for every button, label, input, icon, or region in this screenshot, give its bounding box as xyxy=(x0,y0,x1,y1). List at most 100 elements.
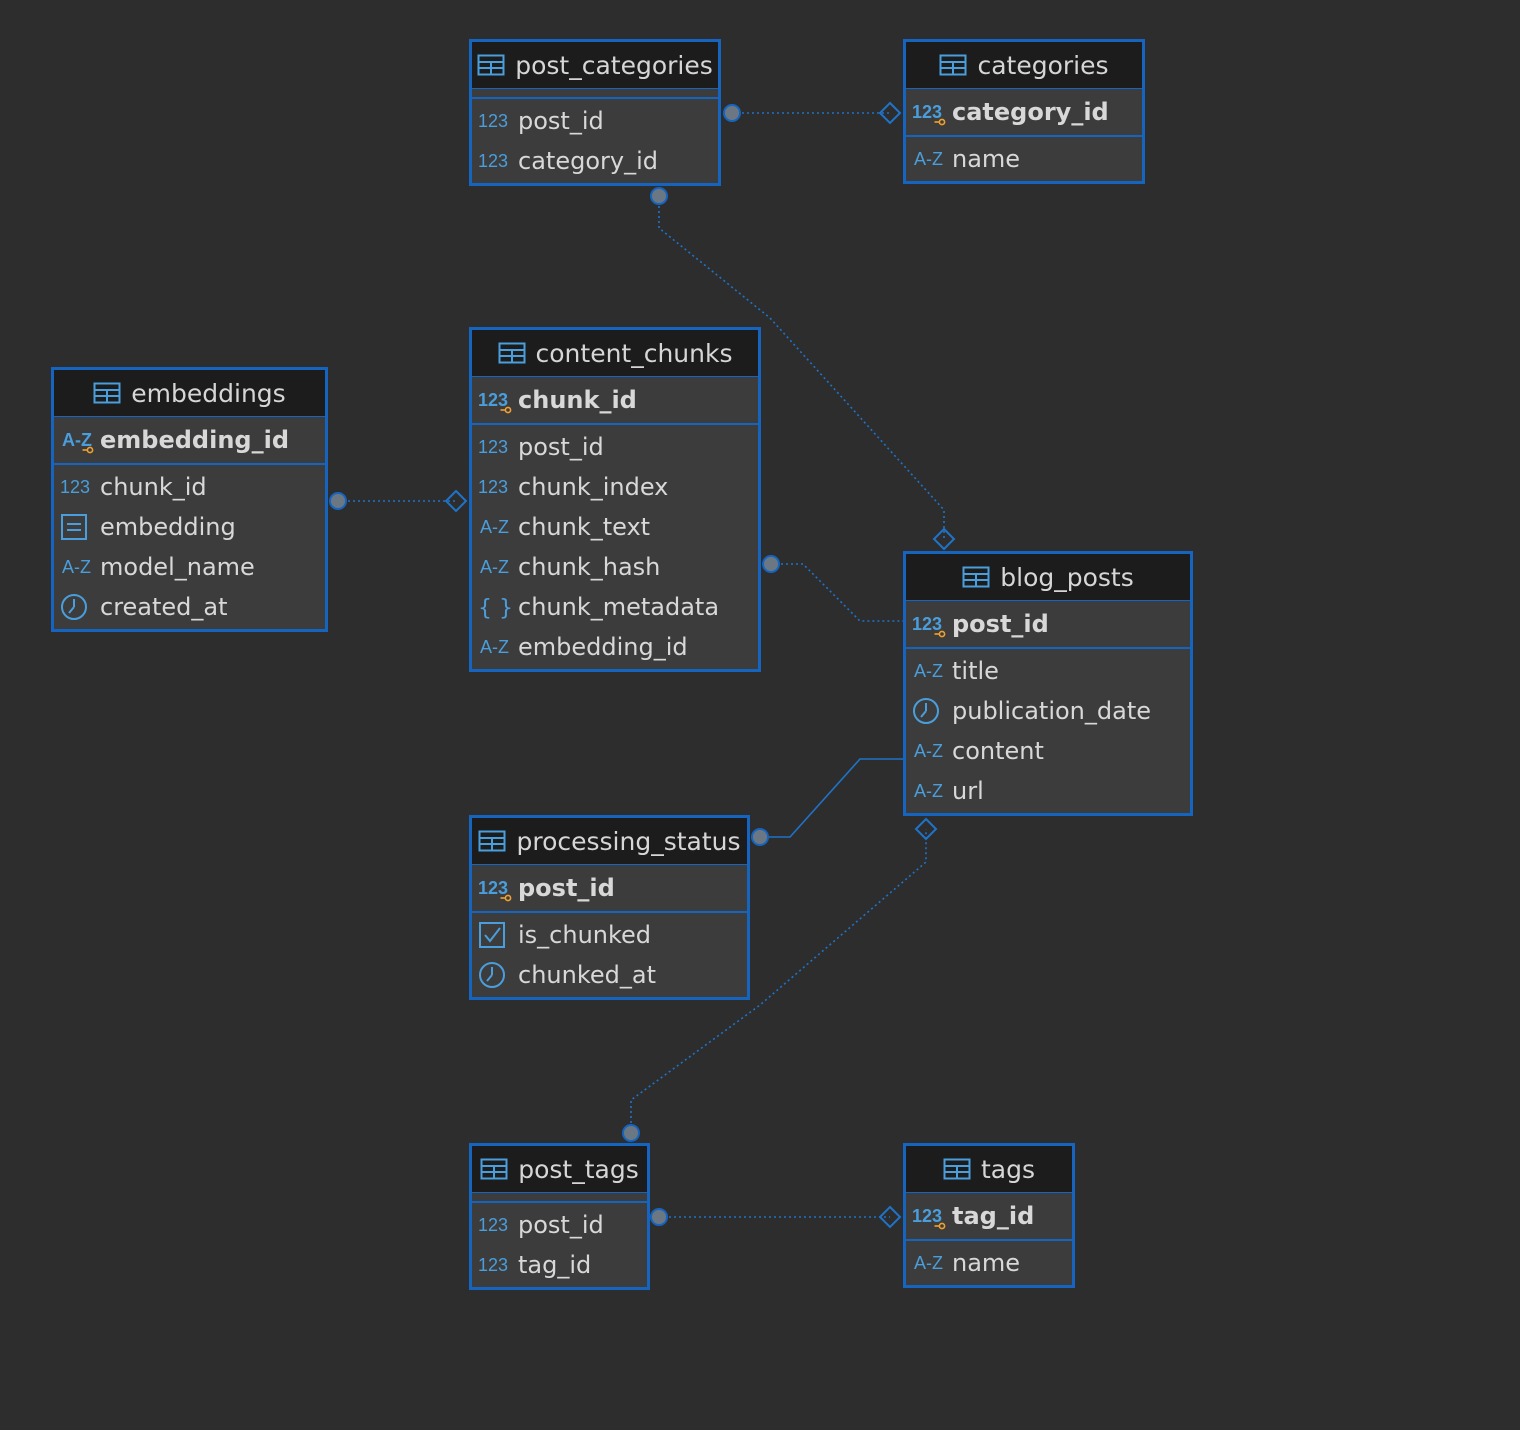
numeric-type-icon: 123 xyxy=(478,874,514,902)
relationship-post-tags-to-tags[interactable] xyxy=(650,1205,902,1229)
key-icon xyxy=(934,118,946,126)
numeric-type-icon: 123 xyxy=(478,473,514,501)
column-name: embedding xyxy=(100,513,236,541)
vector-type-icon xyxy=(60,513,96,541)
entity-header[interactable]: post_tags xyxy=(472,1146,647,1193)
column-chunk-metadata[interactable]: { }chunk_metadata xyxy=(472,587,758,627)
column-name: content xyxy=(952,737,1044,765)
entity-header[interactable]: embeddings xyxy=(54,370,325,417)
key-icon xyxy=(500,406,512,414)
numeric-type-icon: 123 xyxy=(478,1251,514,1279)
column-chunked-at[interactable]: chunked_at xyxy=(472,955,747,995)
text-type-icon: A-Z xyxy=(478,633,514,661)
many-end-dot xyxy=(329,492,347,510)
svg-text:123: 123 xyxy=(478,1215,508,1235)
table-grid-icon xyxy=(939,54,967,76)
svg-text:A-Z: A-Z xyxy=(480,517,509,537)
svg-text:123: 123 xyxy=(478,1255,508,1275)
text-type-icon: A-Z xyxy=(478,553,514,581)
numeric-type-icon: 123 xyxy=(478,386,514,414)
entity-header[interactable]: content_chunks xyxy=(472,330,758,377)
svg-text:A-Z: A-Z xyxy=(914,781,943,801)
entity-header[interactable]: tags xyxy=(906,1146,1072,1193)
table-grid-icon xyxy=(480,1158,508,1180)
column-name: is_chunked xyxy=(518,921,652,949)
column-embedding[interactable]: embedding xyxy=(54,507,325,547)
numeric-type-icon: 123 xyxy=(60,473,96,501)
table-grid-icon xyxy=(93,382,121,404)
one-end-diamond xyxy=(878,1205,902,1229)
relationship-embeddings-to-content-chunks[interactable] xyxy=(329,489,468,513)
column-name: name xyxy=(952,145,1021,173)
svg-text:123: 123 xyxy=(478,390,508,410)
attribute-section: is_chunked chunked_at xyxy=(472,913,747,997)
column-name: chunk_id xyxy=(100,473,207,501)
column-is-chunked[interactable]: is_chunked xyxy=(472,915,747,955)
table-grid-icon xyxy=(498,342,526,364)
text-type-icon: A-Z xyxy=(60,426,96,454)
key-icon xyxy=(500,894,512,902)
column-publication-date[interactable]: publication_date xyxy=(906,691,1190,731)
relationship-content-chunks-to-blog-posts[interactable] xyxy=(762,555,903,622)
text-type-icon: A-Z xyxy=(912,1249,948,1277)
column-name: post_id xyxy=(518,433,604,461)
entity-header[interactable]: blog_posts xyxy=(906,554,1190,601)
text-type-icon: A-Z xyxy=(912,777,948,805)
svg-text:123: 123 xyxy=(478,111,508,131)
relationship-post-categories-to-categories[interactable] xyxy=(723,101,902,125)
key-icon xyxy=(934,1222,946,1230)
text-type-icon: A-Z xyxy=(912,657,948,685)
entity-header[interactable]: processing_status xyxy=(472,818,747,865)
relationship-processing-status-to-blog-posts[interactable] xyxy=(751,758,903,846)
svg-text:A-Z: A-Z xyxy=(480,557,509,577)
entity-title: blog_posts xyxy=(1000,562,1134,592)
numeric-type-icon: 123 xyxy=(478,1211,514,1239)
column-name: model_name xyxy=(100,553,255,581)
numeric-type-icon: 123 xyxy=(912,610,948,638)
entity-header[interactable]: categories xyxy=(906,42,1142,89)
entity-header[interactable]: post_categories xyxy=(472,42,718,89)
numeric-type-icon: 123 xyxy=(478,433,514,461)
column-name: category_id xyxy=(518,147,658,175)
column-created-at[interactable]: created_at xyxy=(54,587,325,627)
key-icon xyxy=(934,630,946,638)
svg-text:123: 123 xyxy=(912,102,942,122)
